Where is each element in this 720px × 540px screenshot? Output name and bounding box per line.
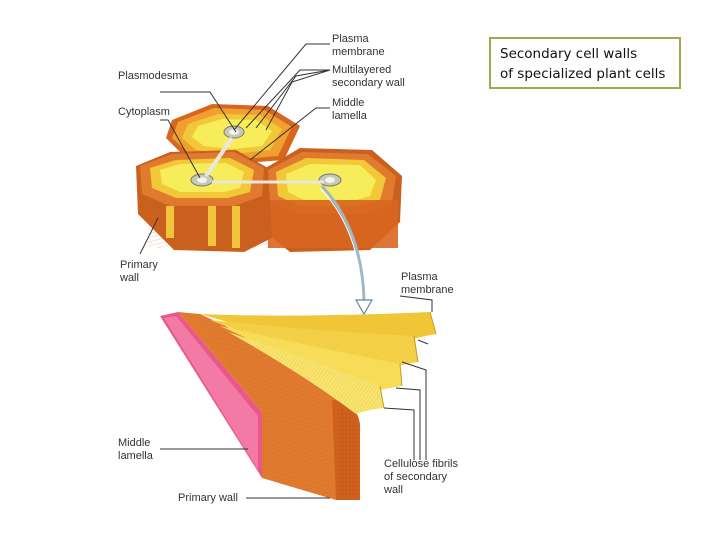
label-multilayered-secondary-wall: Multilayered secondary wall — [332, 64, 405, 89]
label-middle-lamella-top: Middle lamella — [332, 97, 367, 122]
cell-cluster — [136, 104, 402, 252]
leader-lines-top — [139, 43, 331, 255]
label-cellulose-fibrils: Cellulose fibrils of secondary wall — [384, 458, 458, 496]
label-primary-wall-bottom: Primary wall — [178, 492, 238, 504]
label-plasma-membrane-top: Plasma membrane — [332, 33, 385, 58]
label-primary-wall-top: Primary wall — [120, 259, 158, 284]
cell-right — [262, 148, 402, 252]
zoom-arrow — [319, 184, 374, 316]
caption-line-2: of specialized plant cells — [500, 66, 666, 82]
label-middle-lamella-bottom: Middle lamella — [118, 437, 153, 462]
caption-line-1: Secondary cell walls — [500, 46, 638, 62]
label-plasma-membrane-bottom: Plasma membrane — [401, 271, 454, 296]
label-plasmodesma: Plasmodesma — [118, 70, 188, 82]
layered-wall-detail — [160, 311, 437, 500]
caption-box: Secondary cell walls of specialized plan… — [489, 37, 681, 89]
label-cytoplasm: Cytoplasm — [118, 106, 170, 118]
leader-lines-bottom — [160, 295, 433, 499]
cell-front-left — [136, 150, 272, 252]
